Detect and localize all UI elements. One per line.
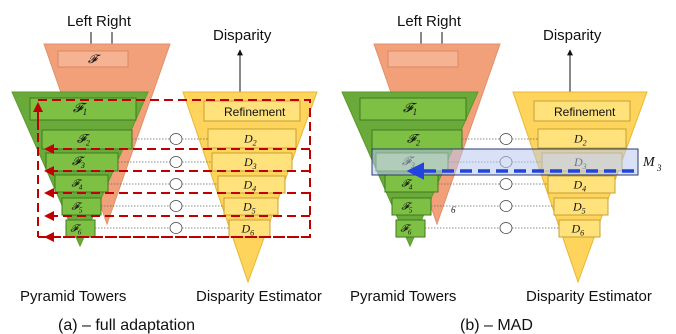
panel-a: Left Right Disparity 𝓕 Refinement D2D3D4… (11, 13, 322, 334)
refinement-label: Refinement (224, 105, 286, 119)
correlation-node-3 (169, 156, 183, 168)
feature-box-f1 (29, 97, 137, 121)
feature-label-f6: 𝓕6 (71, 224, 82, 237)
pyramid-towers-label-b: Pyramid Towers (350, 288, 456, 305)
feature-box-f6 (395, 219, 426, 238)
correlation-node-5 (169, 200, 183, 212)
right-label: Right (96, 13, 132, 30)
red-outer-loop (37, 99, 311, 238)
connectors (95, 133, 229, 234)
correlation-node-5 (499, 200, 513, 212)
estimate-label-d4: D4 (243, 178, 257, 194)
feature-label-f5: 𝓕5 (402, 202, 413, 215)
correlation-node-2 (499, 133, 513, 145)
caption-a: (a) – full adaptation (58, 317, 195, 334)
right-label-b: Right (426, 13, 462, 30)
refinement-label-b: Refinement (554, 105, 616, 119)
estimate-label-d4: D4 (573, 178, 587, 194)
feature-box-f2 (41, 129, 133, 150)
feature-label-f6: 𝓕6 (401, 224, 412, 237)
estimate-label-d2: D2 (243, 132, 257, 148)
disparity-estimator-label: Disparity Estimator (196, 288, 322, 305)
pyramid-towers-label: Pyramid Towers (20, 288, 126, 305)
correlation-node-4 (499, 178, 513, 190)
estimate-label-d6: D6 (241, 222, 255, 238)
estimate-label-d3: D3 (243, 155, 257, 171)
caption-b: (b) – MAD (460, 317, 533, 334)
right-tower-f1-box (57, 50, 129, 68)
panel-b: Left Right Disparity 6 Refinement D2D3D4… (341, 13, 662, 334)
estimate-label-d5: D5 (572, 200, 586, 216)
estimate-label-d2: D2 (573, 132, 587, 148)
correlation-node-4 (169, 178, 183, 190)
left-label-b: Left (397, 13, 423, 30)
estimate-box-d2 (537, 128, 627, 149)
m3-label: M (642, 155, 656, 170)
correlation-node-2 (169, 133, 183, 145)
disparity-label-b: Disparity (543, 27, 602, 44)
refinement-box-b (533, 100, 631, 122)
estimate-box-d4 (547, 175, 616, 194)
estimate-box-d6 (558, 219, 601, 238)
correlation-node-6 (169, 222, 183, 234)
feature-label-f5: 𝓕5 (72, 202, 83, 215)
right-tower-f1-box-b (387, 50, 459, 68)
m3-sub: 3 (656, 163, 662, 173)
estimate-label-d6: D6 (571, 222, 585, 238)
feature-box-f1 (359, 97, 467, 121)
right-tower-f6-sub-b: 6 (451, 205, 456, 215)
estimate-box-d5 (553, 197, 609, 216)
feature-box-f5 (391, 197, 432, 216)
full-adaptation-loops (33, 99, 311, 242)
disparity-label: Disparity (213, 27, 272, 44)
feature-label-f4: 𝓕4 (72, 179, 83, 192)
disparity-estimator-label-b: Disparity Estimator (526, 288, 652, 305)
left-label: Left (67, 13, 93, 30)
correlation-node-6 (499, 222, 513, 234)
estimate-label-d5: D5 (242, 200, 256, 216)
feature-label-f4: 𝓕4 (402, 179, 413, 192)
